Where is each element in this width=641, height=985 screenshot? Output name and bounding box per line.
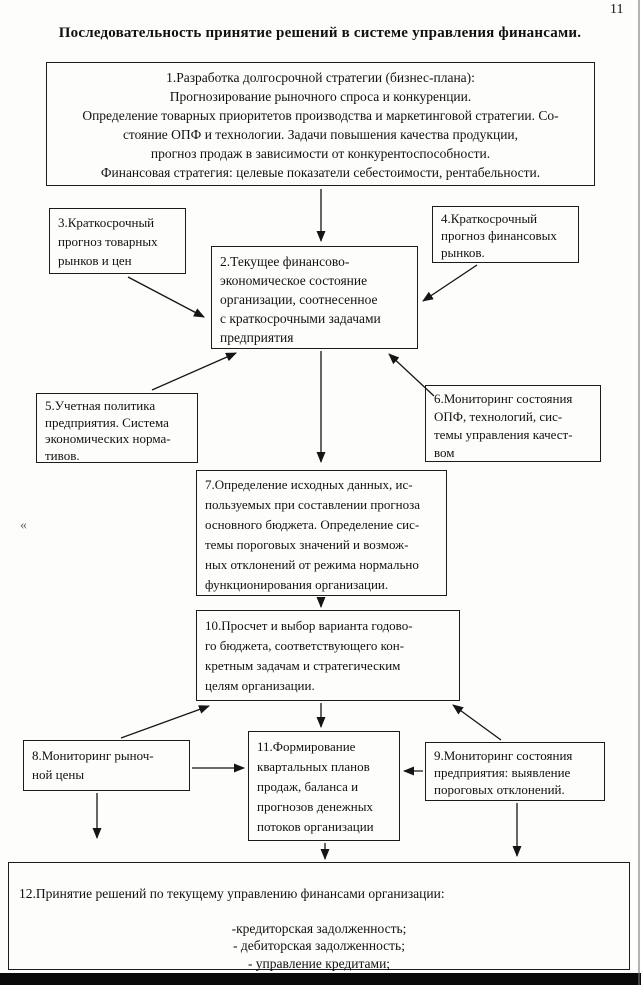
box-12-current-decisions: 12.Принятие решений по текущему управлен… — [8, 862, 630, 985]
box-9-enterprise-monitoring: 9.Мониторинг состояния предприятия: выяв… — [425, 742, 605, 801]
box-10-budget-variant: 10.Просчет и выбор варианта годово- го б… — [196, 610, 460, 701]
arrow-3-to-2 — [127, 276, 205, 318]
page-number: 11 — [610, 2, 624, 17]
diagram-title: Последовательность принятие решений в си… — [58, 25, 582, 41]
box-12-heading: 12.Принятие решений по текущему управлен… — [19, 885, 445, 901]
box-4-financial-forecast: 4.Краткосрочный прогноз финансовых рынко… — [432, 206, 579, 263]
box-6-monitoring-opf: 6.Мониторинг состояния ОПФ, технологий, … — [425, 385, 601, 462]
box-7-initial-data: 7.Определение исходных данных, ис- польз… — [196, 470, 447, 596]
arrow-9-to-10 — [452, 704, 502, 741]
scan-edge-right — [638, 0, 640, 985]
scan-artifact: « — [20, 518, 27, 533]
box-8-market-price-monitoring: 8.Мониторинг рыноч- ной цены — [23, 740, 190, 791]
scan-edge-bottom — [0, 973, 641, 985]
box-2-current-state: 2.Текущее финансово- экономическое состо… — [211, 246, 418, 349]
box-11-quarterly-plans: 11.Формирование квартальных планов прода… — [248, 731, 400, 841]
arrow-5-to-2 — [151, 352, 237, 391]
box-1-long-term-strategy: 1.Разработка долгосрочной стратегии (биз… — [46, 62, 595, 186]
arrow-4-to-2 — [422, 264, 478, 302]
box-5-accounting-policy: 5.Учетная политика предприятия. Система … — [36, 393, 198, 463]
box-3-commodity-forecast: 3.Краткосрочный прогноз товарных рынков … — [49, 208, 186, 274]
arrow-8-to-10 — [120, 705, 210, 739]
